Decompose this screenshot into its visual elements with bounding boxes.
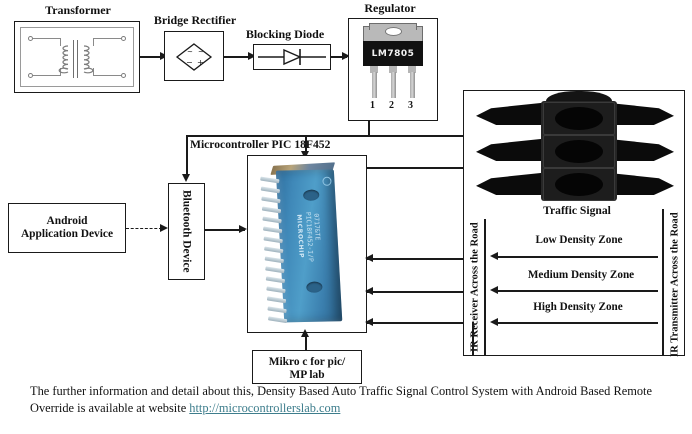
regulator-block: LM7805 1 2 3: [348, 18, 438, 121]
regulator-pin-1: 1: [370, 100, 375, 111]
transformer-block: [14, 21, 140, 93]
ir-transmitter-column-divider: [662, 209, 664, 355]
zone-arrow-high: [490, 318, 498, 327]
arrow-android-to-bluetooth: [160, 224, 168, 233]
bridge-rectifier-block: ~ ~ − +: [164, 31, 224, 81]
wire-ir-zone-high: [367, 322, 472, 324]
regulator-part-number: LM7805: [371, 48, 415, 59]
arrow-bluetooth-to-mcu: [239, 225, 247, 234]
ir-receiver-column-divider: [484, 219, 486, 355]
regulator-label: Regulator: [364, 1, 416, 15]
arrow-ir-zone-medium-to-mcu: [365, 287, 373, 296]
wire-bus-to-bluetooth: [186, 135, 188, 175]
wire-software-to-mcu: [305, 335, 307, 350]
wire-rectifier-to-diode: [224, 56, 250, 58]
zone-label-medium: Medium Density Zone: [527, 269, 635, 281]
dip-chip-icon: MICROCHIP PIC18F452-I/P 0717&TE: [259, 160, 354, 331]
svg-text:~: ~: [187, 48, 193, 56]
zone-arrow-medium: [490, 286, 498, 295]
bridge-rectifier-icon: ~ ~ − +: [175, 43, 213, 71]
to220-regulator-icon: LM7805 1 2 3: [349, 19, 437, 120]
software-label: Mikro c for pic/ MP lab: [268, 356, 346, 381]
regulator-pin-2: 2: [389, 100, 394, 111]
bluetooth-device-label: Bluetooth Device: [180, 190, 193, 273]
wire-ir-zone-low: [367, 258, 472, 260]
wire-android-to-bluetooth: [126, 228, 162, 229]
arrow-software-to-mcu: [300, 329, 309, 337]
transformer-label: Transformer: [45, 3, 111, 17]
primary-coil-icon: [58, 45, 69, 74]
arrow-diode-to-regulator: [342, 52, 350, 61]
chip-marking-label-2: 0717&TE: [312, 213, 322, 241]
arrow-ir-zone-high-to-mcu: [365, 318, 373, 327]
ir-transmitter-label: IR Transmitter Across the Road: [669, 212, 681, 358]
blocking-diode-block: [253, 44, 331, 70]
ir-receiver-label: IR Receiver Across the Road: [469, 222, 481, 352]
caption: The further information and detail about…: [30, 383, 665, 417]
power-bus-horizontal: [186, 135, 476, 137]
zone-label-low: Low Density Zone: [535, 234, 623, 246]
zone-line-high: [496, 322, 658, 324]
wire-mcu-to-traffic-signal: [367, 167, 472, 169]
traffic-ir-panel: Traffic Signal IR Receiver Across the Ro…: [463, 90, 685, 358]
wire-transformer-to-rectifier: [140, 56, 162, 58]
wire-regulator-down: [368, 121, 370, 136]
regulator-pin-3: 3: [408, 100, 413, 111]
wire-ir-zone-medium: [367, 291, 472, 293]
transformer-icon: [20, 27, 134, 87]
software-block: Mikro c for pic/ MP lab: [252, 350, 362, 384]
traffic-signal-label: Traffic Signal: [543, 204, 611, 217]
secondary-coil-icon: [83, 45, 94, 74]
zone-label-high: High Density Zone: [533, 301, 623, 313]
android-application-device-block: Android Application Device: [8, 203, 126, 253]
microcontroller-label: Microcontroller PIC 18F452: [190, 138, 331, 151]
bluetooth-device-block: Bluetooth Device: [168, 183, 205, 280]
wire-bus-to-mcu: [305, 135, 307, 153]
wire-diode-to-regulator: [331, 56, 347, 58]
diode-icon: [258, 48, 326, 66]
caption-link[interactable]: http://microcontrollerslab.com: [189, 401, 341, 416]
arrow-rectifier-to-diode: [248, 52, 256, 61]
svg-text:+: +: [197, 58, 204, 67]
caption-text: The further information and detail about…: [30, 384, 652, 416]
zone-line-medium: [496, 290, 658, 292]
svg-text:−: −: [186, 58, 193, 67]
arrow-bus-to-bluetooth: [181, 174, 190, 182]
zone-arrow-low: [490, 252, 498, 261]
wire-panel-bottom-return: [472, 322, 474, 356]
arrow-ir-zone-low-to-mcu: [365, 254, 373, 263]
zone-line-low: [496, 256, 658, 258]
bridge-rectifier-label: Bridge Rectifier: [153, 13, 237, 27]
microcontroller-block: MICROCHIP PIC18F452-I/P 0717&TE: [247, 155, 367, 333]
blocking-diode-label: Blocking Diode: [245, 27, 325, 41]
wire-bluetooth-to-mcu: [205, 229, 245, 231]
traffic-light-icon: [472, 91, 678, 201]
android-application-device-label: Android Application Device: [20, 215, 114, 240]
svg-text:~: ~: [198, 48, 204, 56]
